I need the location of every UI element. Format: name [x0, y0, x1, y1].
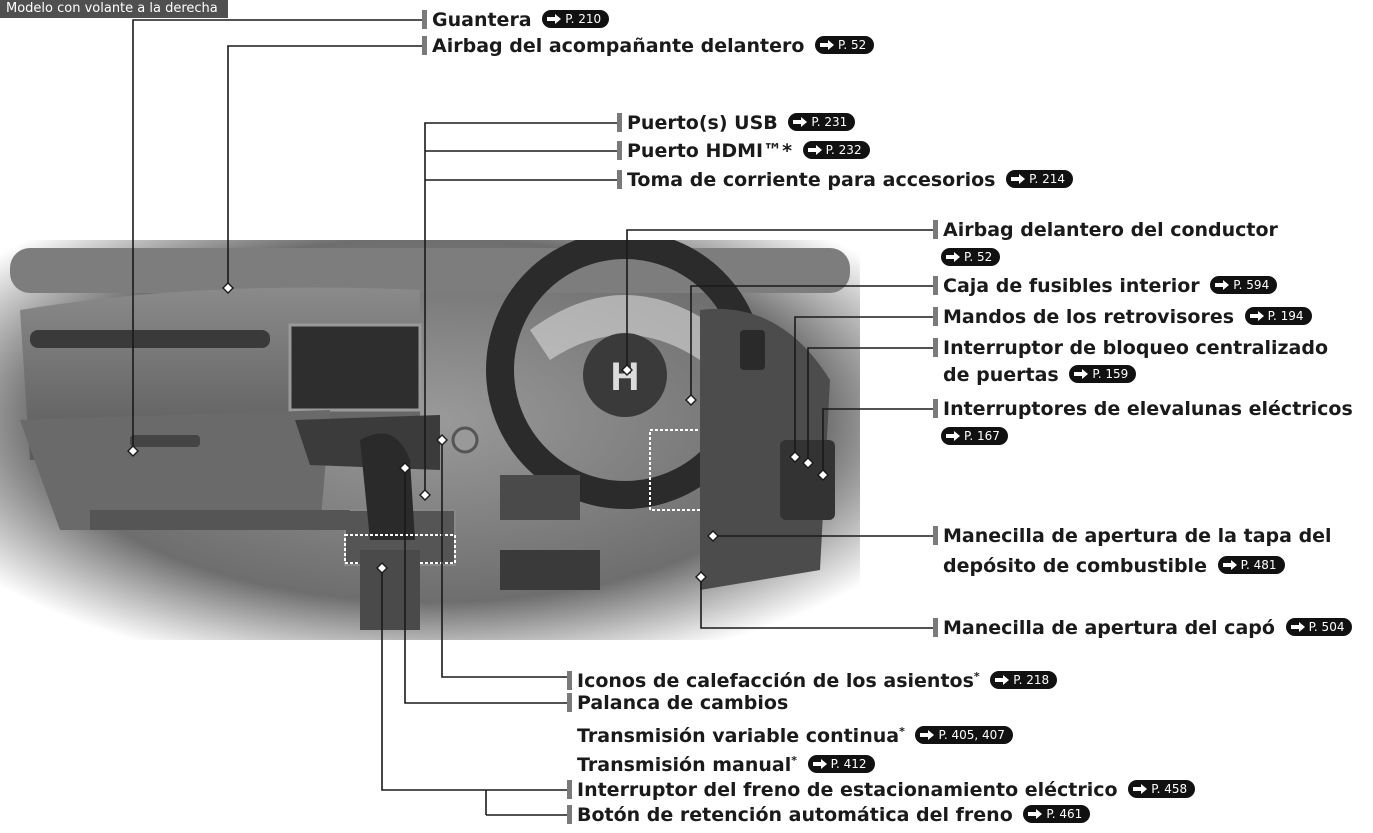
- page-ref-retencion-freno[interactable]: P. 461: [1023, 805, 1091, 823]
- arrow-right-icon: [812, 758, 828, 770]
- arrow-right-icon: [1073, 368, 1089, 380]
- svg-text:H: H: [611, 355, 640, 399]
- label-retencion-freno: Botón de retención automática del freno …: [567, 803, 1091, 827]
- label-transmision-manual: Transmisión manual* P. 412: [567, 749, 875, 777]
- arrow-right-icon: [1290, 621, 1306, 633]
- gear-lever: [360, 433, 415, 540]
- arrow-right-icon: [1222, 559, 1238, 571]
- arrow-right-icon: [1249, 310, 1265, 322]
- arrow-right-icon: [919, 729, 935, 741]
- arrow-right-icon: [1214, 279, 1230, 291]
- label-elevalunas-ref: P. 167: [933, 425, 1008, 449]
- arrow-right-icon: [792, 116, 808, 128]
- label-mandos-retrovisores: Mandos de los retrovisores P. 194: [933, 305, 1312, 329]
- arrow-right-icon: [994, 674, 1010, 686]
- page-ref-guantera[interactable]: P. 210: [542, 10, 610, 28]
- model-tag: Modelo con volante a la derecha: [0, 0, 228, 18]
- label-airbag-conductor-ref: P. 52: [933, 246, 1001, 270]
- page-ref-elevalunas[interactable]: P. 167: [941, 427, 1008, 445]
- arrow-right-icon: [1010, 173, 1026, 185]
- dashboard-photo: H: [0, 240, 860, 640]
- arrow-right-icon: [819, 39, 835, 51]
- label-guantera: Guantera P. 210: [422, 8, 610, 32]
- air-vent: [30, 330, 270, 348]
- page-ref-airbag-conductor[interactable]: P. 52: [941, 248, 1001, 266]
- label-freno-estacionamiento: Interruptor del freno de estacionamiento…: [567, 778, 1196, 802]
- label-iconos-calefaccion: Iconos de calefacción de los asientos* P…: [567, 665, 1058, 693]
- arrow-right-icon: [1132, 783, 1148, 795]
- page-ref-transmision-manual[interactable]: P. 412: [807, 755, 875, 773]
- label-bloqueo-centralizado-2: de puertas P. 159: [933, 363, 1137, 387]
- label-palanca-cambios: Palanca de cambios: [567, 691, 788, 715]
- label-transmision-cvt: Transmisión variable continua* P. 405, 4…: [567, 720, 1013, 748]
- arrow-right-icon: [546, 13, 562, 25]
- page-ref-transmision-cvt[interactable]: P. 405, 407: [915, 726, 1013, 744]
- page-ref-freno-estacionamiento[interactable]: P. 458: [1128, 780, 1196, 798]
- label-manecilla-capo: Manecilla de apertura del capó P. 504: [933, 616, 1353, 640]
- label-puerto-usb: Puerto(s) USB P. 231: [617, 111, 856, 135]
- arrow-right-icon: [1027, 808, 1043, 820]
- label-toma-corriente: Toma de corriente para accesorios P. 214: [617, 168, 1073, 192]
- page-ref-puerto-usb[interactable]: P. 231: [788, 113, 856, 131]
- label-elevalunas: Interruptores de elevalunas eléctricos: [933, 397, 1353, 421]
- page-ref-tapa-combustible[interactable]: P. 481: [1217, 556, 1285, 574]
- label-caja-fusibles: Caja de fusibles interior P. 594: [933, 274, 1278, 298]
- page-ref-puerto-hdmi[interactable]: P. 232: [802, 141, 870, 159]
- arrow-right-icon: [807, 144, 823, 156]
- arrow-right-icon: [945, 430, 961, 442]
- display-screen: [288, 323, 422, 412]
- arrow-right-icon: [945, 251, 961, 263]
- page-ref-caja-fusibles[interactable]: P. 594: [1210, 276, 1278, 294]
- page-ref-toma-corriente[interactable]: P. 214: [1006, 170, 1073, 188]
- page-ref-mandos-retrovisores[interactable]: P. 194: [1244, 307, 1312, 325]
- label-tapa-combustible-2: depósito de combustible P. 481: [933, 554, 1285, 578]
- label-bloqueo-centralizado: Interruptor de bloqueo centralizado: [933, 336, 1328, 360]
- page-ref-manecilla-capo[interactable]: P. 504: [1285, 618, 1353, 636]
- label-airbag-acompanante: Airbag del acompañante delantero P. 52: [422, 34, 875, 58]
- label-puerto-hdmi: Puerto HDMI™* P. 232: [617, 139, 870, 163]
- page-ref-bloqueo-centralizado[interactable]: P. 159: [1069, 365, 1137, 383]
- label-airbag-conductor: Airbag delantero del conductor: [933, 218, 1278, 242]
- page-ref-iconos-calefaccion[interactable]: P. 218: [990, 671, 1058, 689]
- page-ref-airbag-acompanante[interactable]: P. 52: [815, 36, 875, 54]
- label-tapa-combustible: Manecilla de apertura de la tapa del: [933, 524, 1332, 548]
